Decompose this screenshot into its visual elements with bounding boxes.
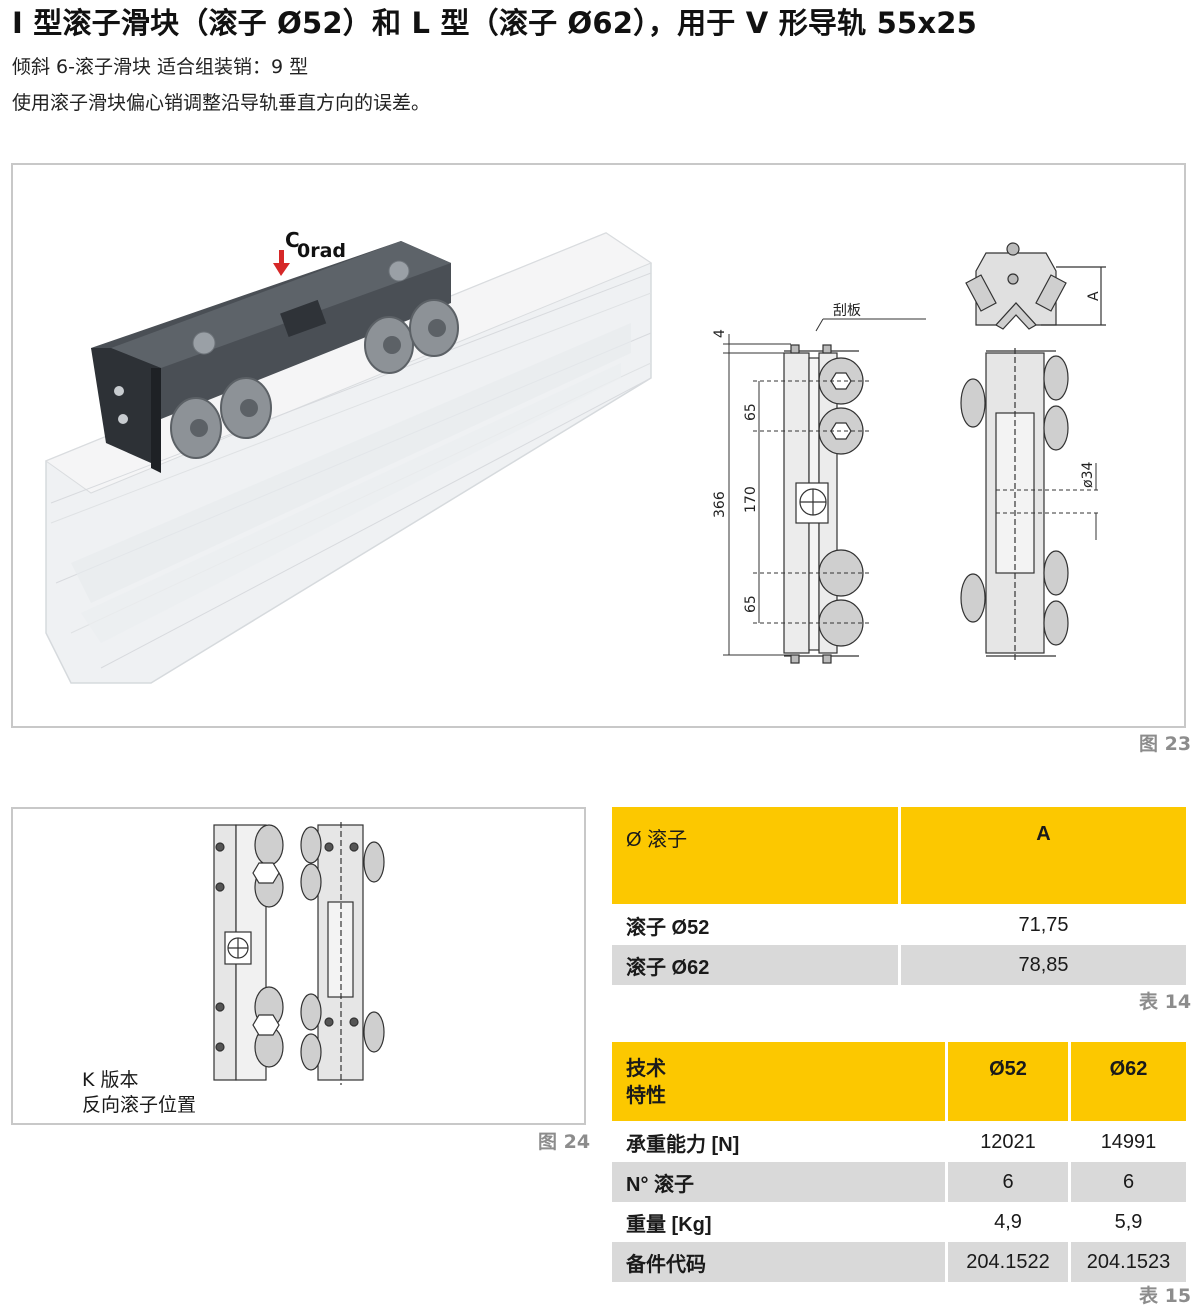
table-row: 重量 [Kg] 4,9 5,9 [612, 1202, 1186, 1242]
figure-24-drawing [213, 822, 385, 1085]
table-15-row-label: 备件代码 [612, 1242, 948, 1282]
dim-366: 366 [712, 491, 728, 518]
side-view-drawing [960, 348, 1069, 663]
table-15-header-62: Ø62 [1069, 1042, 1186, 1122]
figure-24-label: K 版本 反向滚子位置 [82, 1068, 196, 1118]
table-14: Ø 滚子 A 滚子 Ø52 71,75 滚子 Ø62 78,85 [612, 807, 1186, 985]
table-14-caption: 表 14 [1139, 991, 1192, 1013]
subtitle-line-1: 倾斜 6-滚子滑块 适合组装销：9 型 [12, 56, 309, 78]
dim-A: A [1086, 291, 1102, 301]
table-15-row-v2: 204.1523 [1069, 1242, 1186, 1282]
figure-24-frame [11, 807, 586, 1125]
k-version-front-view [213, 824, 284, 1081]
table-14-row-label: 滚子 Ø62 [612, 945, 901, 985]
figure-23-caption: 图 23 [1139, 733, 1192, 755]
dim-65-top: 65 [743, 403, 759, 421]
table-row: 滚子 Ø52 71,75 [612, 905, 1186, 945]
load-arrow-icon [273, 250, 290, 276]
table-row: 承重能力 [N] 12021 14991 [612, 1122, 1186, 1162]
table-14-row-label: 滚子 Ø52 [612, 905, 901, 945]
top-view-drawing [965, 242, 1106, 330]
load-label-sub: 0rad [297, 240, 346, 262]
table-15-row-v2: 5,9 [1069, 1202, 1186, 1242]
table-15-caption: 表 15 [1139, 1285, 1192, 1307]
table-15-header-52: Ø52 [946, 1042, 1071, 1122]
table-15-row-v2: 14991 [1069, 1122, 1186, 1162]
front-view-drawing [783, 344, 864, 664]
table-15-header-line-2: 特性 [626, 1085, 666, 1107]
k-version-note: 反向滚子位置 [82, 1094, 197, 1116]
table-15-header-label: 技术 特性 [612, 1042, 948, 1122]
table-15-row-label: 承重能力 [N] [612, 1122, 948, 1162]
page-title: I 型滚子滑块（滚子 Ø52）和 L 型（滚子 Ø62），用于 V 形导轨 55… [12, 6, 978, 40]
k-version-label: K 版本 [82, 1069, 139, 1091]
rail-illustration [44, 232, 653, 684]
table-15-row-label: 重量 [Kg] [612, 1202, 948, 1242]
subtitle-line-2: 使用滚子滑块偏心销调整沿导轨垂直方向的误差。 [12, 92, 431, 114]
table-15-row-label: N° 滚子 [612, 1162, 948, 1202]
dim-170: 170 [743, 486, 759, 513]
front-dimensions [723, 318, 926, 656]
table-14-row-value: 71,75 [899, 905, 1186, 945]
table-14-header-roller: Ø 滚子 [612, 807, 901, 905]
table-row: 滚子 Ø62 78,85 [612, 945, 1186, 985]
figure-24-caption: 图 24 [538, 1131, 591, 1153]
load-label: C [285, 228, 300, 252]
carriage-illustration [91, 241, 459, 473]
table-row: N° 滚子 6 6 [612, 1162, 1186, 1202]
table-15-row-v1: 4,9 [946, 1202, 1071, 1242]
dim-34: ø34 [1080, 462, 1096, 488]
k-version-side-view [300, 822, 385, 1085]
scraper-label: 刮板 [833, 303, 861, 319]
table-14-row-value: 78,85 [899, 945, 1186, 985]
table-15-header-line-1: 技术 [626, 1058, 666, 1080]
figure-23-drawing: C 0rad 4 65 366 [44, 228, 1106, 684]
table-14-header-A: A [899, 807, 1186, 905]
dim-65-bottom: 65 [743, 595, 759, 613]
table-15-row-v1: 204.1522 [946, 1242, 1071, 1282]
dim-4: 4 [712, 329, 728, 338]
table-15-row-v1: 12021 [946, 1122, 1071, 1162]
table-15-row-v1: 6 [946, 1162, 1071, 1202]
table-15: 技术 特性 Ø52 Ø62 承重能力 [N] 12021 14991 N° 滚子… [612, 1042, 1186, 1282]
table-row: 备件代码 204.1522 204.1523 [612, 1242, 1186, 1282]
table-15-row-v2: 6 [1069, 1162, 1186, 1202]
